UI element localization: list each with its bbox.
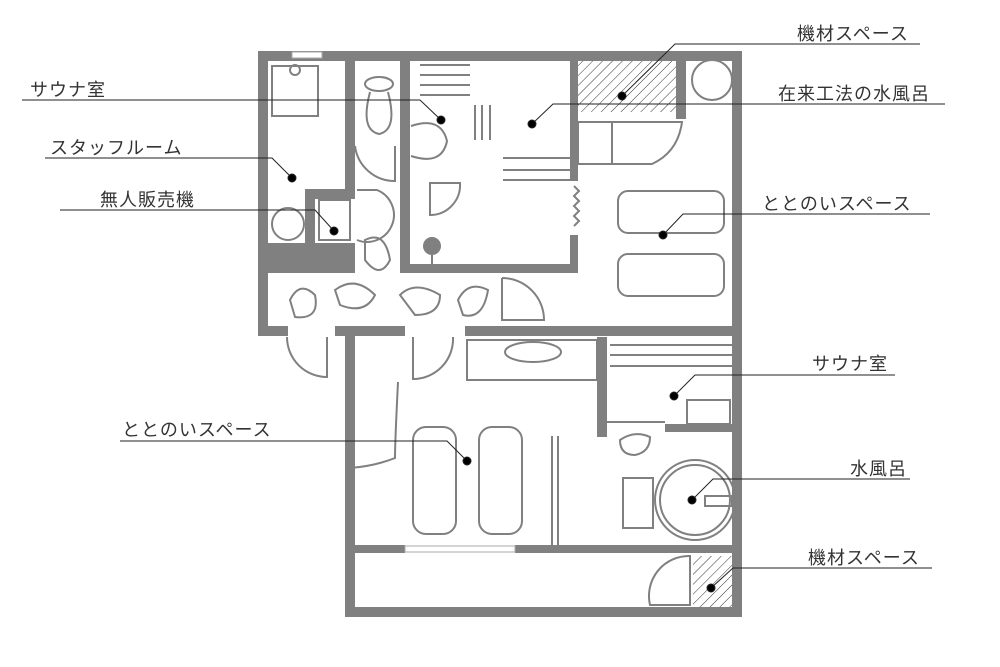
walls: [258, 51, 742, 617]
label-relax-space-1: ととのいスペース: [762, 194, 912, 215]
label-cold-bath: 水風呂: [850, 459, 907, 480]
label-relax-space-2: ととのいスペース: [122, 420, 272, 441]
leader-lines: [22, 43, 945, 593]
label-equipment-space-1: 機材スペース: [797, 24, 909, 45]
label-vending-machine: 無人販売機: [100, 190, 195, 211]
label-equipment-space-2: 機材スペース: [808, 548, 920, 569]
fixtures: [271, 59, 736, 606]
equipment-hatch-2: [693, 556, 732, 607]
label-sauna-room-1: サウナ室: [30, 80, 106, 101]
label-traditional-cold-bath: 在来工法の水風呂: [778, 84, 930, 105]
label-staff-room: スタッフルーム: [50, 138, 183, 159]
label-sauna-room-2: サウナ室: [812, 354, 888, 375]
